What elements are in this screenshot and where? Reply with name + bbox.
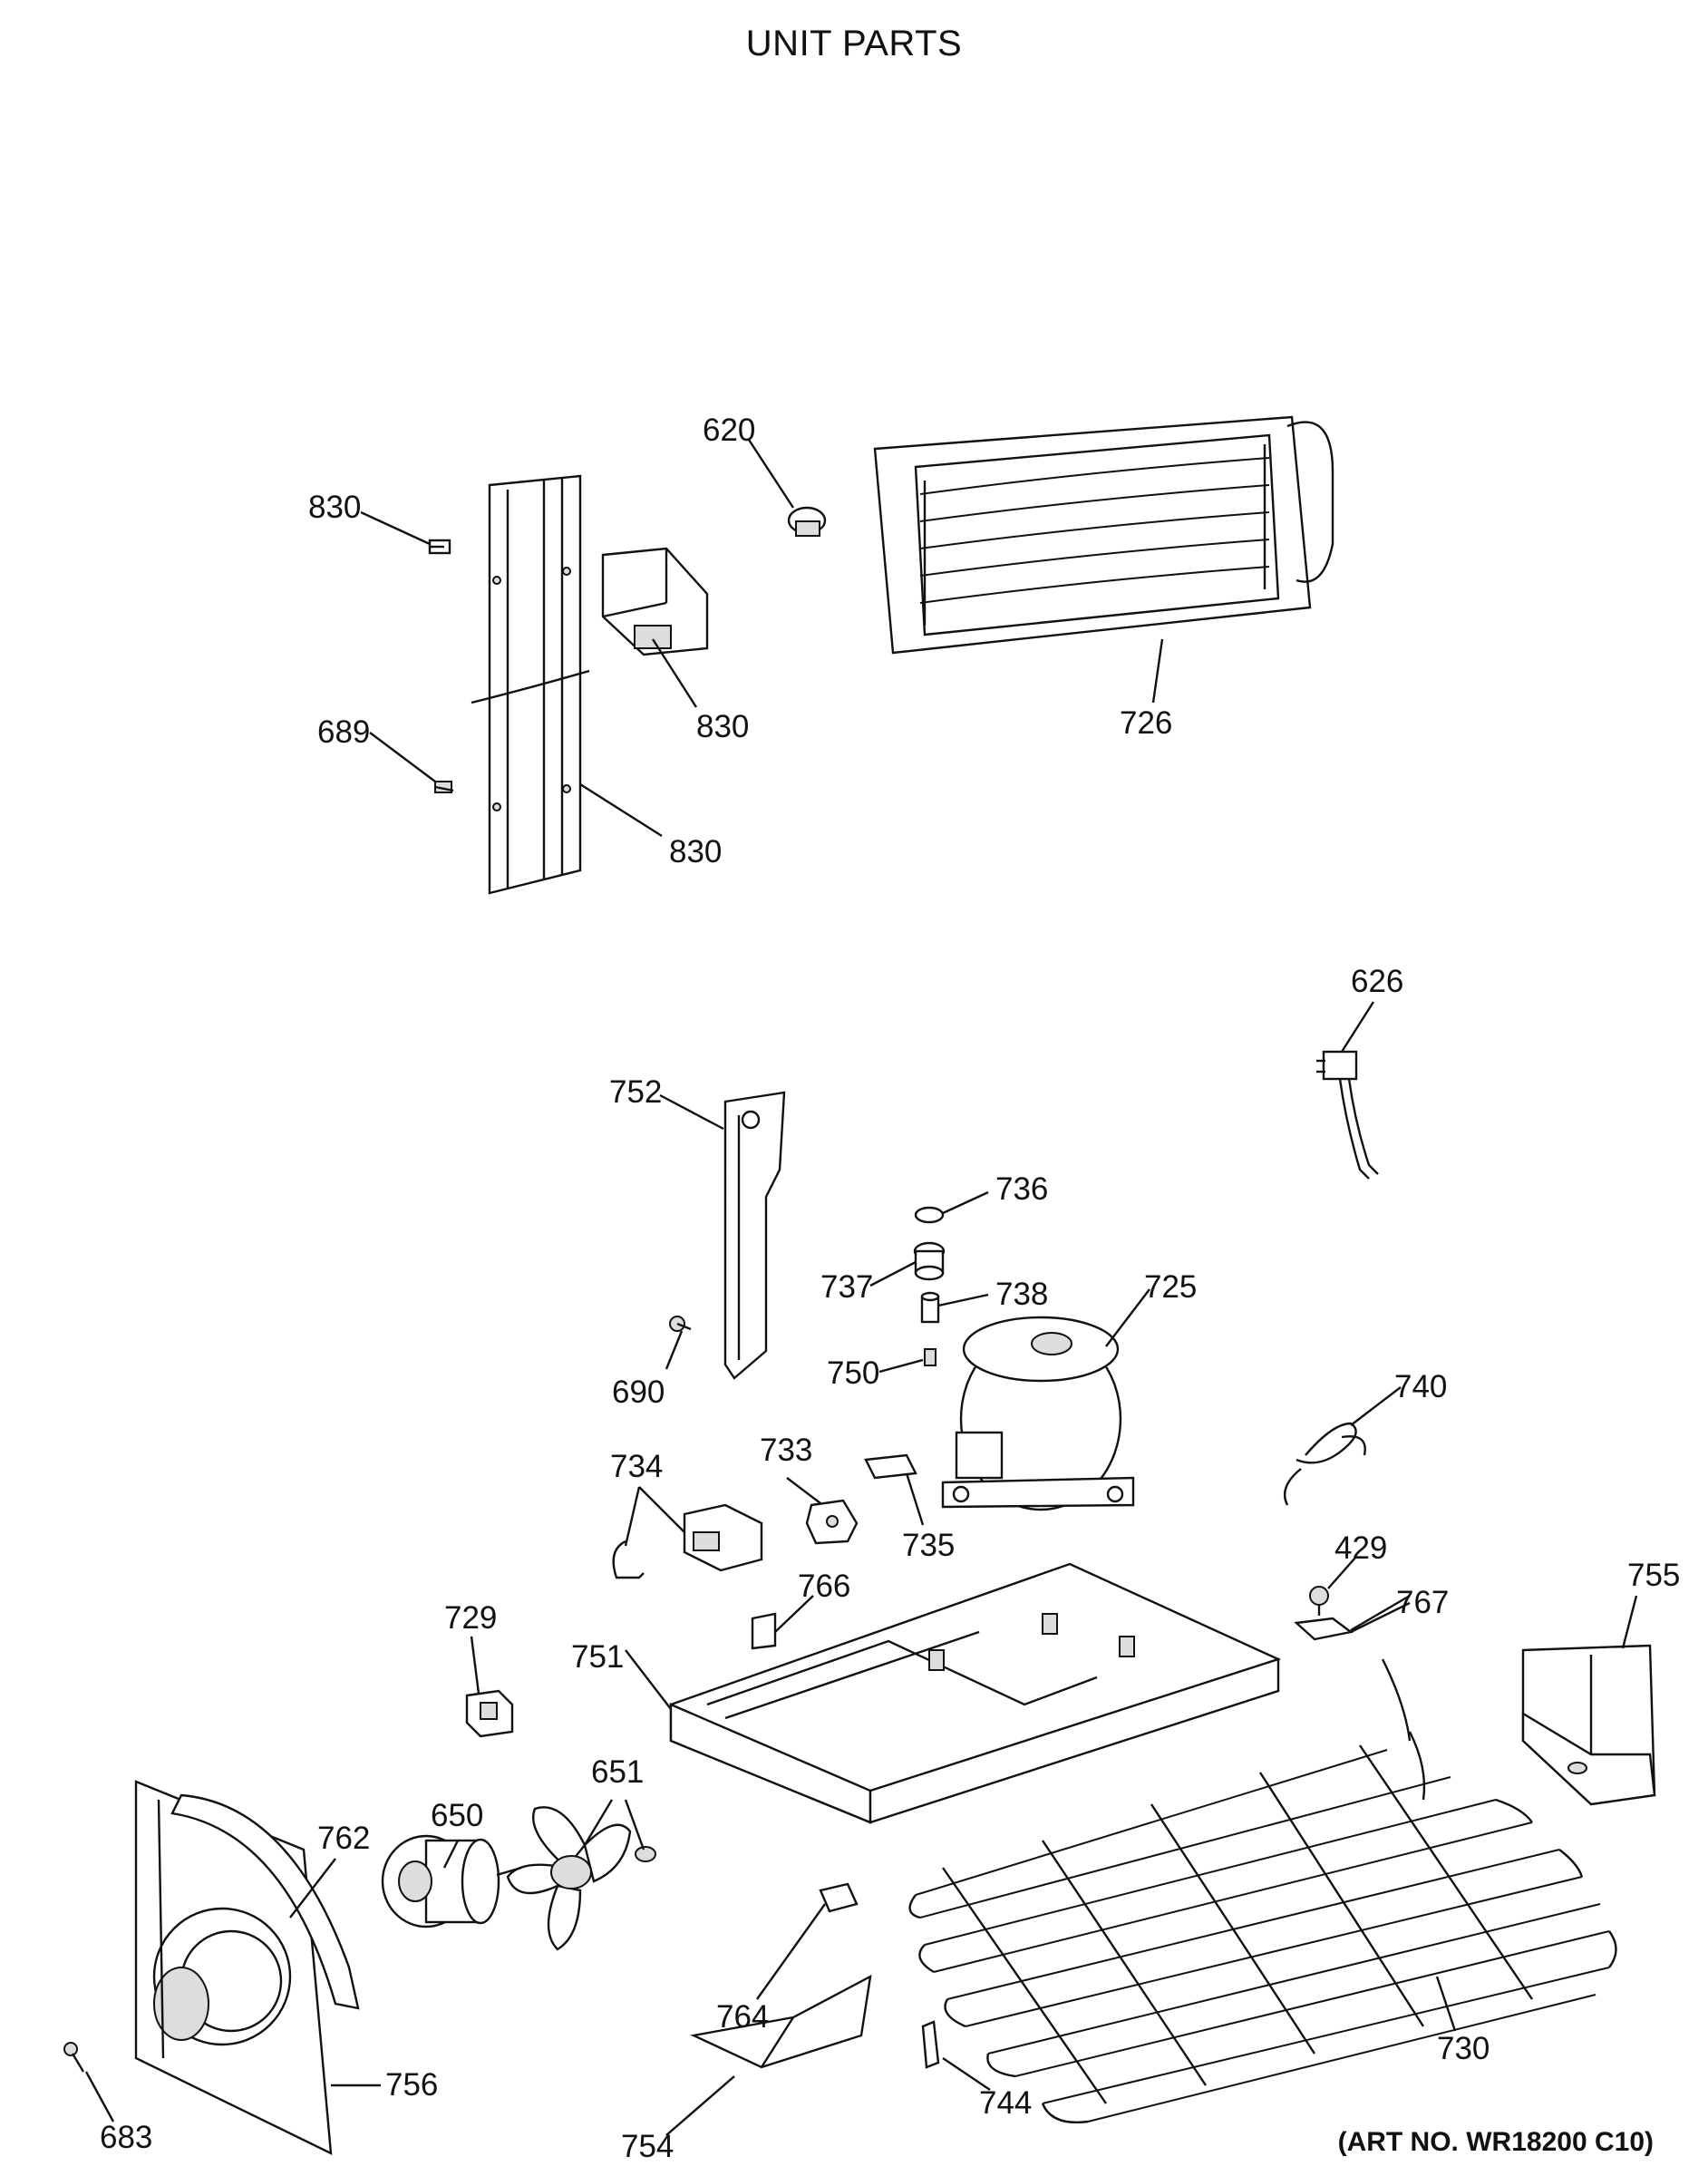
- fan-blade-651-part: [506, 1806, 632, 1951]
- screw-690-part: [669, 1316, 692, 1332]
- grommet-620-part: [787, 506, 827, 537]
- callout-733: 733: [760, 1433, 813, 1468]
- overload-733-part: [805, 1499, 859, 1545]
- bracket-752-part: [723, 1091, 786, 1380]
- callout-729: 729: [444, 1600, 498, 1636]
- base-pan-751-part: [669, 1562, 1282, 1824]
- bolt-750-part: [924, 1348, 936, 1366]
- callout-735: 735: [902, 1528, 956, 1563]
- clip-766-part: [751, 1612, 777, 1650]
- baffle-755-part: [1521, 1644, 1656, 1806]
- callout-730: 730: [1437, 2031, 1490, 2066]
- nut-651-part: [635, 1846, 656, 1862]
- clip-767-part: [1294, 1617, 1354, 1641]
- callout-650: 650: [431, 1798, 484, 1833]
- tube-740-part: [1283, 1422, 1366, 1506]
- callout-750: 750: [827, 1355, 880, 1391]
- relay-block-830-part: [601, 547, 709, 656]
- callout-738: 738: [995, 1277, 1049, 1312]
- callout-754: 754: [621, 2129, 674, 2164]
- screw-830-part: [428, 539, 451, 555]
- leader-lines: [84, 439, 1638, 2136]
- art-number: (ART NO. WR18200 C10): [1337, 2127, 1654, 2157]
- callout-766: 766: [798, 1569, 851, 1604]
- callout-651: 651: [591, 1754, 645, 1790]
- callout-626: 626: [1351, 964, 1404, 999]
- sleeve-738-part: [920, 1291, 940, 1324]
- callout-755: 755: [1627, 1558, 1681, 1593]
- compressor-725-part: [941, 1316, 1135, 1511]
- fan-motor-650-part: [381, 1834, 522, 1928]
- callout-830-channel: 830: [669, 834, 723, 869]
- screw-689-part: [434, 781, 454, 793]
- callout-429: 429: [1334, 1530, 1388, 1566]
- gasket-762-part: [170, 1793, 360, 2010]
- callout-830-relay-block: 830: [696, 709, 750, 744]
- relay-734-part: [612, 1503, 763, 1579]
- callout-737: 737: [820, 1269, 874, 1305]
- callout-752: 752: [609, 1074, 663, 1110]
- callout-683: 683: [100, 2120, 153, 2155]
- callout-689: 689: [317, 714, 371, 750]
- vertical-channel-part: [471, 474, 590, 895]
- diagram-title: UNIT PARTS: [745, 24, 963, 63]
- callout-744: 744: [979, 2085, 1033, 2121]
- cover-735-part: [864, 1453, 917, 1480]
- callout-734: 734: [610, 1449, 664, 1484]
- clip-744-part: [921, 2020, 940, 2069]
- screw-683-part: [63, 2042, 85, 2073]
- callout-764: 764: [716, 1999, 770, 2035]
- clip-736-part: [914, 1206, 945, 1224]
- callout-726: 726: [1120, 705, 1173, 741]
- clip-764-part: [819, 1882, 859, 1913]
- condenser-coil-730-part: [908, 1658, 1617, 2123]
- callout-756: 756: [385, 2067, 439, 2103]
- screw-429-part: [1309, 1586, 1329, 1616]
- capacitor-729-part: [465, 1689, 514, 1738]
- callout-690: 690: [612, 1375, 665, 1410]
- deflector-754-part: [690, 1974, 872, 2069]
- callout-736: 736: [995, 1171, 1049, 1207]
- callout-767: 767: [1396, 1585, 1450, 1620]
- callout-751: 751: [571, 1639, 625, 1675]
- grommet-737-part: [913, 1241, 946, 1281]
- callout-620: 620: [703, 413, 756, 448]
- callout-740: 740: [1394, 1369, 1448, 1404]
- power-cord-626-part: [1316, 1050, 1379, 1180]
- callout-830-screw: 830: [308, 490, 362, 525]
- callout-725: 725: [1144, 1269, 1198, 1305]
- condenser-726-part: [873, 415, 1334, 655]
- callout-762: 762: [317, 1821, 371, 1856]
